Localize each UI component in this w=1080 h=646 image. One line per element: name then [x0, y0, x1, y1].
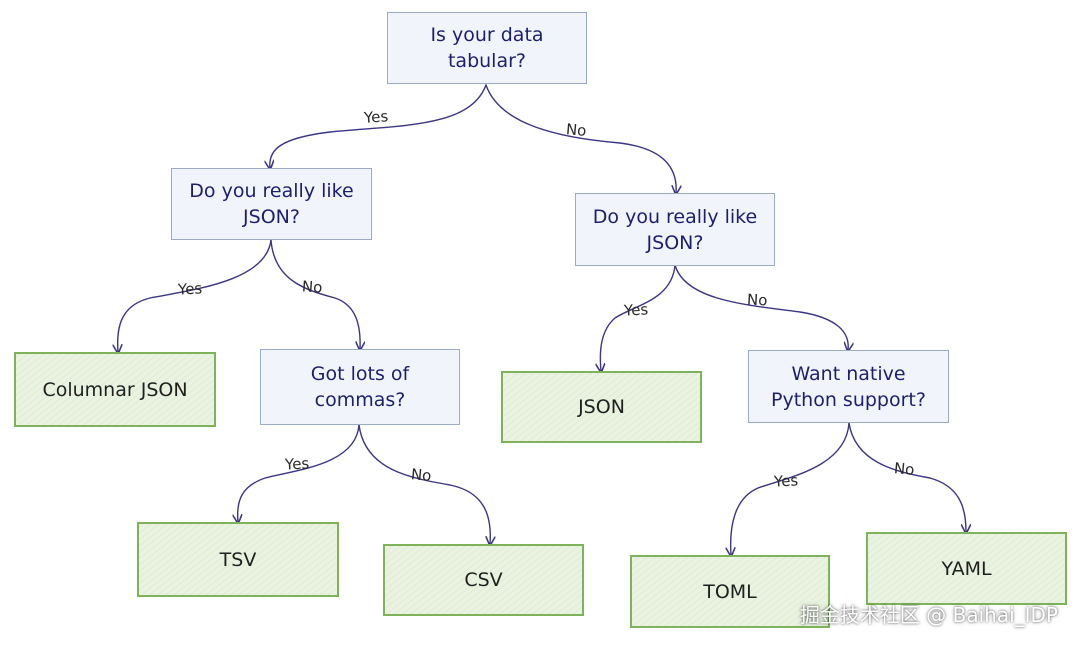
node-native-python-support: Want native Python support?: [748, 350, 949, 423]
edge-left-json-no-arrow: [270, 239, 360, 349]
edge-commas-yes-arrow: [238, 424, 360, 522]
edge-label-tabular-yes: Yes: [363, 107, 389, 127]
watermark-text: 掘金技术社区 @ Baihai_IDP: [799, 603, 1058, 627]
node-yaml: YAML: [866, 532, 1067, 605]
edge-label-python-yes: Yes: [773, 471, 799, 491]
node-columnar-json: Columnar JSON: [14, 352, 216, 427]
edge-left-json-yes-arrow: [118, 239, 272, 352]
edge-label-right-json-no: No: [746, 290, 768, 310]
edge-right-json-no-arrow: [674, 264, 848, 350]
edge-label-commas-yes: Yes: [284, 454, 310, 474]
edge-tabular-no-arrow: [485, 84, 676, 193]
edge-label-right-json-yes: Yes: [623, 300, 649, 320]
edge-commas-no-arrow: [358, 424, 490, 544]
node-json: JSON: [501, 371, 702, 443]
edge-label-left-json-no: No: [301, 277, 324, 297]
node-tsv: TSV: [137, 522, 339, 597]
node-is-data-tabular: Is your data tabular?: [387, 12, 587, 84]
edge-python-no-arrow: [848, 422, 966, 532]
edge-label-left-json-yes: Yes: [177, 279, 203, 299]
edge-right-json-yes-arrow: [600, 264, 676, 371]
edge-label-tabular-no: No: [565, 120, 588, 140]
edge-tabular-yes-arrow: [270, 84, 487, 168]
edge-label-commas-no: No: [410, 465, 433, 485]
edge-label-python-no: No: [893, 459, 916, 479]
node-like-json-right: Do you really like JSON?: [575, 193, 775, 266]
node-csv: CSV: [383, 544, 584, 616]
node-like-json-left: Do you really like JSON?: [171, 168, 372, 240]
node-lots-of-commas: Got lots of commas?: [260, 349, 460, 425]
node-toml: TOML: [630, 555, 830, 628]
edge-python-yes-arrow: [731, 422, 850, 555]
